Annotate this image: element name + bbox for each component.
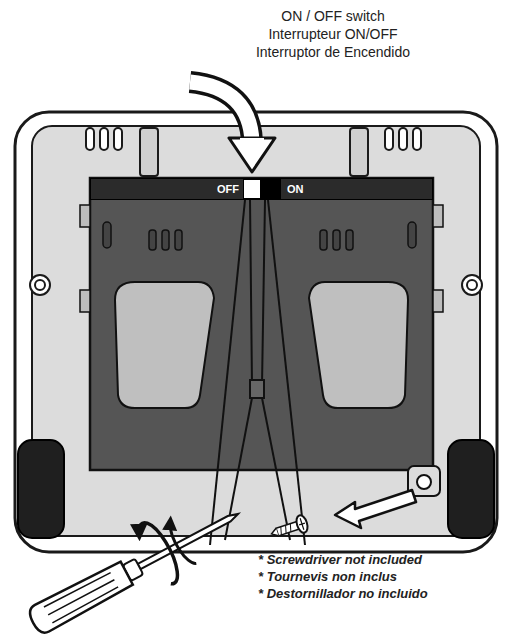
- screw: [269, 514, 310, 543]
- switch-band: OFF ON: [90, 178, 433, 200]
- base-panel: [32, 126, 480, 536]
- screw-hole: [417, 475, 431, 489]
- footnote: * Screwdriver not included: [258, 552, 422, 567]
- screwdriver: [16, 482, 253, 639]
- pointer-arrow: [190, 82, 275, 172]
- switch-label: OFF: [217, 178, 239, 200]
- switch-label: ON: [287, 178, 304, 200]
- screw-arrow: [335, 490, 416, 528]
- battery-cover: [90, 178, 433, 470]
- switch-slider-off: [243, 179, 261, 199]
- footnote: * Tournevis non inclus: [258, 569, 397, 584]
- footnote: * Destornillador no incluido: [258, 586, 428, 601]
- housing: [15, 112, 497, 552]
- cover-grips: [115, 282, 408, 408]
- callout-label: Interrupteur ON/OFF: [268, 26, 397, 42]
- callout-label: Interruptor de Encendido: [256, 44, 410, 60]
- callout-label: ON / OFF switch: [281, 8, 384, 24]
- switch-slider-on: [261, 179, 281, 199]
- strap: [210, 200, 305, 545]
